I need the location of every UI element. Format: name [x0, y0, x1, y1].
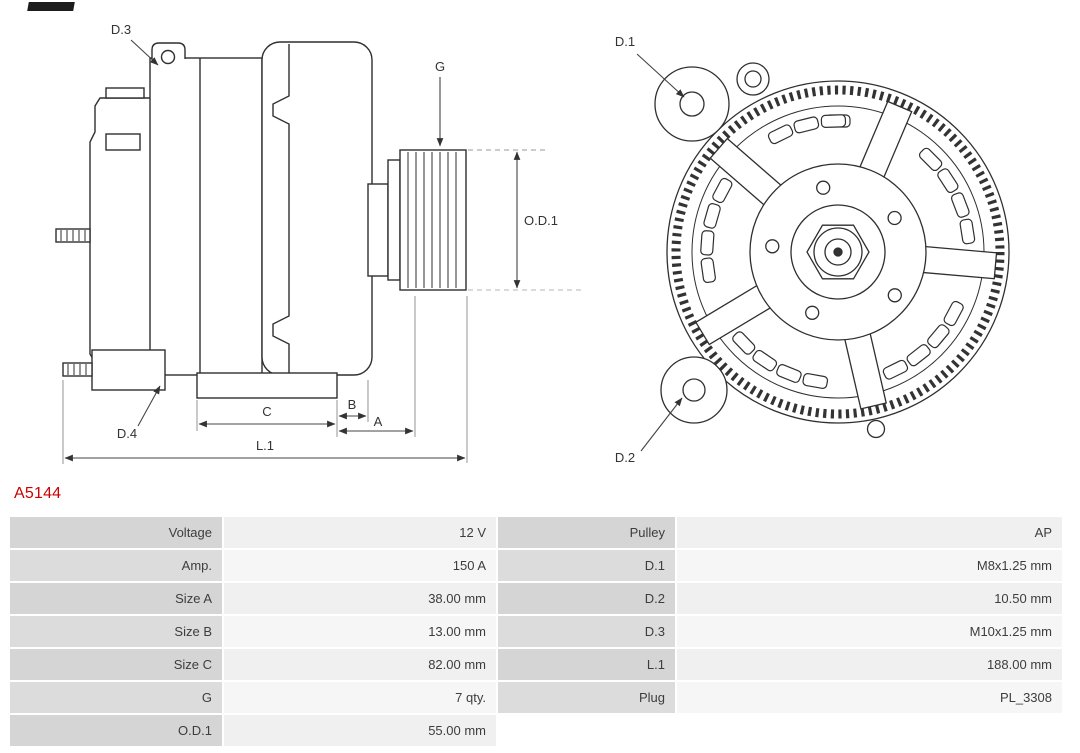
- spec-value-cell: 7 qty.: [224, 682, 496, 713]
- dim-label-b: B: [348, 397, 357, 412]
- dim-label-c: C: [262, 404, 271, 419]
- side-view-dimensions: [62, 39, 585, 464]
- spec-label-cell: Size C: [10, 649, 222, 680]
- spec-label-cell: D.2: [498, 583, 675, 614]
- dim-label-od1: O.D.1: [524, 213, 558, 228]
- mounting-lug-bottom: [91, 349, 166, 391]
- dim-label-d2: D.2: [615, 450, 635, 465]
- dim-label-d1: D.1: [615, 34, 635, 49]
- part-number: A5144: [14, 485, 62, 502]
- spec-value-cell: 12 V: [224, 517, 496, 548]
- spec-value-cell: 38.00 mm: [224, 583, 496, 614]
- dim-label-g: G: [435, 59, 445, 74]
- dim-label-a: A: [374, 414, 383, 429]
- spec-value-cell: 10.50 mm: [677, 583, 1062, 614]
- spec-label-cell: D.3: [498, 616, 675, 647]
- spec-row: O.D.1 55.00 mm: [10, 715, 1062, 746]
- spec-value-cell: 82.00 mm: [224, 649, 496, 680]
- spec-row: Size C 82.00 mm L.1 188.00 mm: [10, 649, 1062, 680]
- spec-value-cell: 55.00 mm: [224, 715, 496, 746]
- spec-label-cell: Plug: [498, 682, 675, 713]
- spec-row: Size A 38.00 mm D.2 10.50 mm: [10, 583, 1062, 614]
- spec-label-cell: Voltage: [10, 517, 222, 548]
- spec-label-cell: [498, 715, 675, 746]
- leader-d1: [636, 53, 685, 98]
- leader-d2: [640, 397, 683, 452]
- spec-value-cell: 13.00 mm: [224, 616, 496, 647]
- spec-value-cell: 188.00 mm: [677, 649, 1062, 680]
- spec-value-cell: AP: [677, 517, 1062, 548]
- spec-row: Size B 13.00 mm D.3 M10x1.25 mm: [10, 616, 1062, 647]
- terminal-stud: [55, 228, 91, 243]
- spec-value-cell: 150 A: [224, 550, 496, 581]
- front-view: [654, 62, 1010, 439]
- spec-row: Voltage 12 V Pulley AP: [10, 517, 1062, 548]
- drive-end-bracket: [261, 41, 373, 376]
- spec-label-cell: O.D.1: [10, 715, 222, 746]
- connector-detail: [105, 133, 141, 151]
- spec-value-cell: M10x1.25 mm: [677, 616, 1062, 647]
- spec-label-cell: Size B: [10, 616, 222, 647]
- spec-value-cell: PL_3308: [677, 682, 1062, 713]
- spec-label-cell: Size A: [10, 583, 222, 614]
- bracket-arms: [694, 100, 998, 410]
- spec-row: Amp. 150 A D.1 M8x1.25 mm: [10, 550, 1062, 581]
- leader-d4: [137, 385, 161, 427]
- dim-label-d3: D.3: [111, 22, 131, 37]
- mounting-stud: [62, 362, 93, 377]
- bracket-foot: [196, 372, 338, 399]
- spec-value-cell: M8x1.25 mm: [677, 550, 1062, 581]
- ear-hole: [160, 49, 176, 65]
- spec-label-cell: G: [10, 682, 222, 713]
- technical-drawing: D.3 G O.D.1 D.4 C B A L.1: [55, 22, 1010, 465]
- drawing-svg: D.3 G O.D.1 D.4 C B A L.1: [55, 22, 1010, 465]
- spec-label-cell: L.1: [498, 649, 675, 680]
- spec-value-cell: [677, 715, 1062, 746]
- spec-label-cell: Amp.: [10, 550, 222, 581]
- leader-d3: [130, 39, 159, 66]
- stator-housing: [149, 57, 263, 376]
- spec-table: Voltage 12 V Pulley AP Amp. 150 A D.1 M8…: [10, 517, 1062, 746]
- pulley-side: [399, 149, 467, 291]
- spec-row: G 7 qty. Plug PL_3308: [10, 682, 1062, 713]
- front-view-dimensions: [636, 53, 685, 452]
- dim-label-d4: D.4: [117, 426, 137, 441]
- spec-label-cell: Pulley: [498, 517, 675, 548]
- side-view: [55, 41, 467, 399]
- spec-label-cell: D.1: [498, 550, 675, 581]
- vent-slots: [700, 114, 976, 389]
- dim-label-l1: L.1: [256, 438, 274, 453]
